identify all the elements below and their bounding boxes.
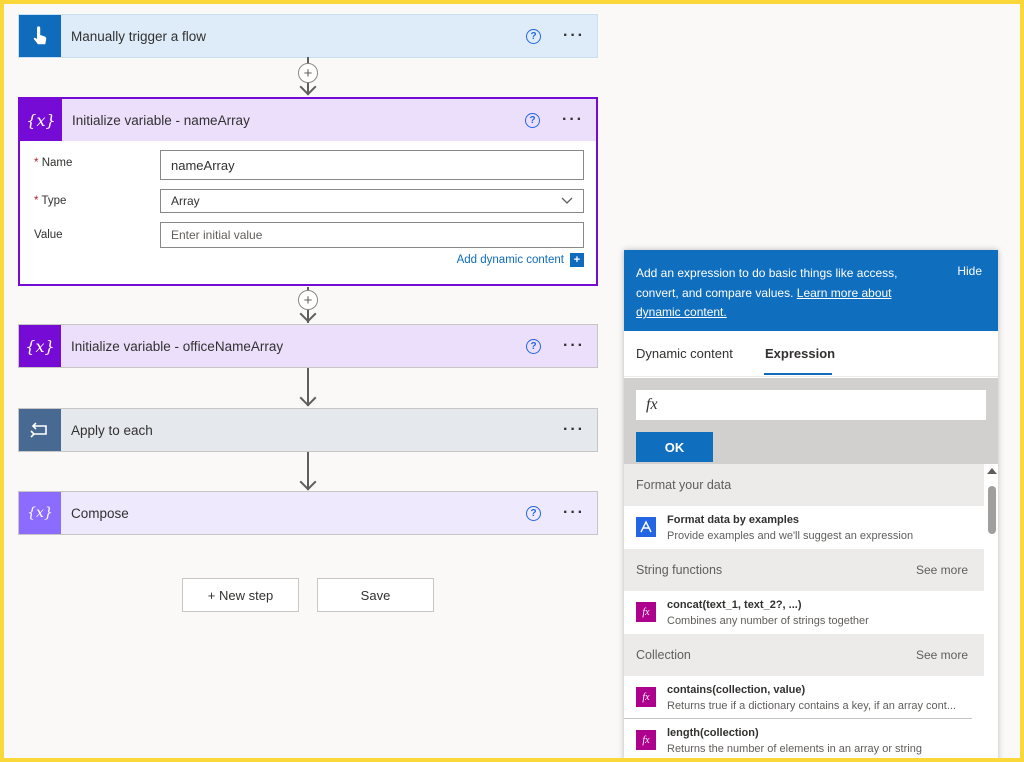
fx-icon: fx xyxy=(636,602,656,622)
see-more-link[interactable]: See more xyxy=(915,563,968,577)
scroll-up-icon[interactable] xyxy=(987,468,997,474)
touch-icon xyxy=(19,15,61,57)
ok-button[interactable]: OK xyxy=(636,432,713,462)
compose-icon: {x} xyxy=(19,492,61,534)
more-options-icon[interactable]: ··· xyxy=(563,337,585,354)
init-variable-name-card[interactable]: {x} Initialize variable - nameArray ? ··… xyxy=(18,97,598,286)
apply-to-each-card[interactable]: Apply to each ··· xyxy=(18,408,598,452)
add-dynamic-content-link[interactable]: Add dynamic content + xyxy=(457,253,584,267)
dynamic-content-panel: Add an expression to do basic things lik… xyxy=(624,250,998,758)
insert-step-icon[interactable]: + xyxy=(298,63,318,83)
panel-banner: Add an expression to do basic things lik… xyxy=(624,250,998,331)
list-item[interactable]: fx contains(collection, value) Returns t… xyxy=(624,676,972,719)
type-select[interactable]: Array xyxy=(160,189,584,213)
value-label: Value xyxy=(34,229,63,241)
fx-icon: fx xyxy=(636,687,656,707)
learn-more-link[interactable]: Learn more about dynamic content. xyxy=(636,285,892,320)
new-step-button[interactable]: + New step xyxy=(182,578,299,612)
help-icon[interactable]: ? xyxy=(526,28,542,44)
list-item[interactable]: Format data by examples Provide examples… xyxy=(624,506,972,549)
tab-dynamic-content[interactable]: Dynamic content xyxy=(636,346,733,361)
variable-icon: {x} xyxy=(19,325,61,367)
active-tab-indicator xyxy=(764,373,832,375)
arrow-down-icon xyxy=(299,389,317,407)
section-string-functions: String functions See more xyxy=(624,549,984,591)
panel-tabs: Dynamic content Expression xyxy=(624,331,998,377)
expression-input[interactable]: fx xyxy=(636,390,986,420)
more-options-icon[interactable]: ··· xyxy=(563,27,585,44)
see-more-link[interactable]: See more xyxy=(915,648,968,662)
connector-line xyxy=(307,368,309,406)
section-collection: Collection See more xyxy=(624,634,984,676)
list-item[interactable]: fx length(collection) Returns the number… xyxy=(624,719,972,758)
help-icon[interactable]: ? xyxy=(526,338,542,354)
function-list: Format your data Format data by examples… xyxy=(624,464,984,758)
init-name-title: Initialize variable - nameArray xyxy=(72,112,250,128)
value-input[interactable]: Enter initial value xyxy=(160,222,584,248)
compose-card[interactable]: {x} Compose ? ··· xyxy=(18,491,598,535)
flow-canvas: Manually trigger a flow ? ··· + {x} Init… xyxy=(4,4,1020,758)
banner-text: Add an expression to do basic things lik… xyxy=(636,266,898,320)
arrow-down-icon xyxy=(299,473,317,491)
more-options-icon[interactable]: ··· xyxy=(563,421,585,438)
fx-icon: fx xyxy=(646,396,658,413)
init-variable-office-card[interactable]: {x} Initialize variable - officeNameArra… xyxy=(18,324,598,368)
init-office-title: Initialize variable - officeNameArray xyxy=(71,338,284,354)
loop-icon xyxy=(19,409,61,451)
insert-step-icon[interactable]: + xyxy=(298,290,318,310)
hide-link[interactable]: Hide xyxy=(957,264,982,278)
expression-editor: fx OK xyxy=(624,378,998,464)
trigger-card[interactable]: Manually trigger a flow ? ··· xyxy=(18,14,598,58)
name-label: * Name xyxy=(34,157,73,169)
more-options-icon[interactable]: ··· xyxy=(562,111,584,128)
trigger-title: Manually trigger a flow xyxy=(71,28,207,44)
scroll-thumb[interactable] xyxy=(988,486,996,534)
fx-icon: fx xyxy=(636,730,656,750)
connector-line xyxy=(307,452,309,490)
add-dynamic-icon: + xyxy=(570,253,584,267)
more-options-icon[interactable]: ··· xyxy=(563,504,585,521)
apply-each-title: Apply to each xyxy=(71,422,153,438)
name-input[interactable]: nameArray xyxy=(160,150,584,180)
section-format-data: Format your data xyxy=(624,464,984,506)
function-list-scrollbar[interactable] xyxy=(986,464,998,758)
variable-icon: {x} xyxy=(20,99,62,141)
save-button[interactable]: Save xyxy=(317,578,434,612)
list-item[interactable]: fx concat(text_1, text_2?, ...) Combines… xyxy=(624,591,972,634)
tab-expression[interactable]: Expression xyxy=(765,346,836,361)
format-data-icon xyxy=(636,517,656,537)
compose-title: Compose xyxy=(71,505,129,521)
help-icon[interactable]: ? xyxy=(526,505,542,521)
help-icon[interactable]: ? xyxy=(525,112,541,128)
chevron-down-icon xyxy=(561,197,573,204)
type-label: * Type xyxy=(34,195,67,207)
